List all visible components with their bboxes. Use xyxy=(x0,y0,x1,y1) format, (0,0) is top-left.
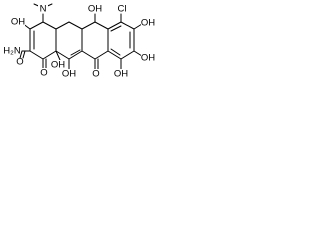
atom-label-oh-c8: OH xyxy=(141,18,155,29)
bond xyxy=(55,50,70,60)
atom-label-nme2: N xyxy=(38,4,48,15)
svg-text:OH: OH xyxy=(141,53,155,64)
bond xyxy=(107,21,122,30)
svg-text:OH: OH xyxy=(114,69,128,80)
svg-text:O: O xyxy=(16,57,23,68)
svg-text:O: O xyxy=(92,69,99,80)
double-bond-inner xyxy=(110,25,122,32)
bond xyxy=(29,50,44,60)
double-bond-inner xyxy=(110,48,121,56)
bond xyxy=(19,50,23,59)
bond xyxy=(55,21,70,30)
atom-label-oh-c6: OH xyxy=(88,4,102,15)
atom-label-oh-c3: OH xyxy=(11,17,25,28)
bond xyxy=(42,50,57,60)
atom-label-o-c1: O xyxy=(40,68,49,79)
bond xyxy=(94,50,109,60)
atom-label-o-c11: O xyxy=(92,69,101,80)
bond xyxy=(42,21,57,30)
svg-text:OH: OH xyxy=(88,4,102,15)
bond xyxy=(107,50,122,60)
bond xyxy=(22,50,26,59)
atom-label-oh-c12a: OH xyxy=(51,60,65,71)
molecule-drawing: N OH H₂N O OH OH O OH xyxy=(2,3,155,80)
bond xyxy=(68,50,83,60)
atom-label-amide-nh2: H₂N xyxy=(2,46,22,57)
bond xyxy=(94,21,109,30)
bond xyxy=(55,50,61,61)
svg-text:O: O xyxy=(40,68,47,79)
svg-text:OH: OH xyxy=(141,18,155,29)
svg-text:N: N xyxy=(40,4,47,15)
svg-text:OH: OH xyxy=(51,60,65,71)
bond xyxy=(120,50,135,60)
bond xyxy=(68,21,83,30)
bond xyxy=(29,21,44,30)
atom-label-oh-c12: OH xyxy=(62,69,76,80)
atom-label-oh-c10: OH xyxy=(114,69,128,80)
svg-text:OH: OH xyxy=(11,17,25,28)
bond xyxy=(133,23,143,30)
atom-label-amide-o: O xyxy=(16,57,25,68)
atom-label-cl: Cl xyxy=(115,4,128,15)
svg-text:Cl: Cl xyxy=(118,4,127,15)
bond xyxy=(133,50,143,57)
chemical-structure-diagram: N OH H₂N O OH OH O OH xyxy=(0,0,223,98)
svg-text:H₂N: H₂N xyxy=(3,46,21,57)
svg-text:OH: OH xyxy=(62,69,76,80)
double-bond-inner xyxy=(70,49,81,56)
atom-label-oh-c9: OH xyxy=(141,53,155,64)
bond xyxy=(120,21,135,30)
bond xyxy=(81,21,96,30)
bond xyxy=(81,50,96,60)
